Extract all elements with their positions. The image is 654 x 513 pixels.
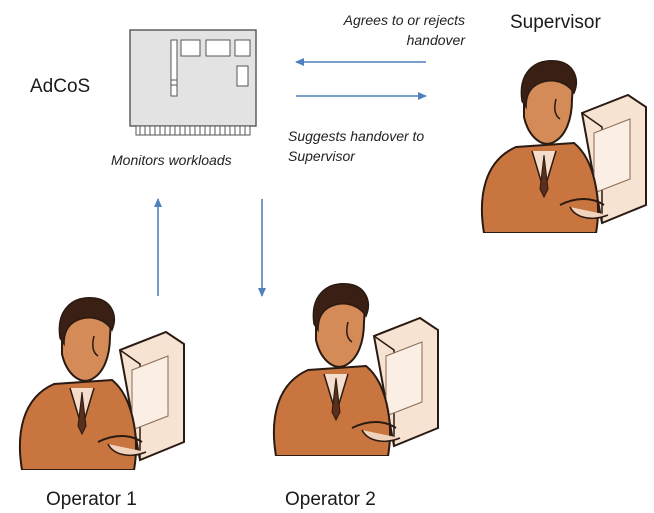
operator2-label: Operator 2 <box>285 489 376 510</box>
operator2-figure <box>262 278 442 456</box>
operator1-label: Operator 1 <box>46 489 137 510</box>
operator1-figure <box>8 292 188 470</box>
adcos-label: AdCoS <box>30 76 91 97</box>
edge-label-suggests-handover: Suggests handover to Supervisor <box>288 128 425 164</box>
machine-figure <box>128 28 260 138</box>
supervisor-figure <box>470 55 650 233</box>
person-at-computer-icon <box>19 297 185 470</box>
adcos-caption: Monitors workloads <box>111 152 232 168</box>
supervisor-label: Supervisor <box>510 12 601 33</box>
person-at-computer-icon <box>481 60 647 233</box>
edge-label-agrees-rejects: Agrees to or rejects handover <box>343 12 465 48</box>
person-at-computer-icon <box>273 283 439 456</box>
server-board-icon <box>129 29 257 136</box>
